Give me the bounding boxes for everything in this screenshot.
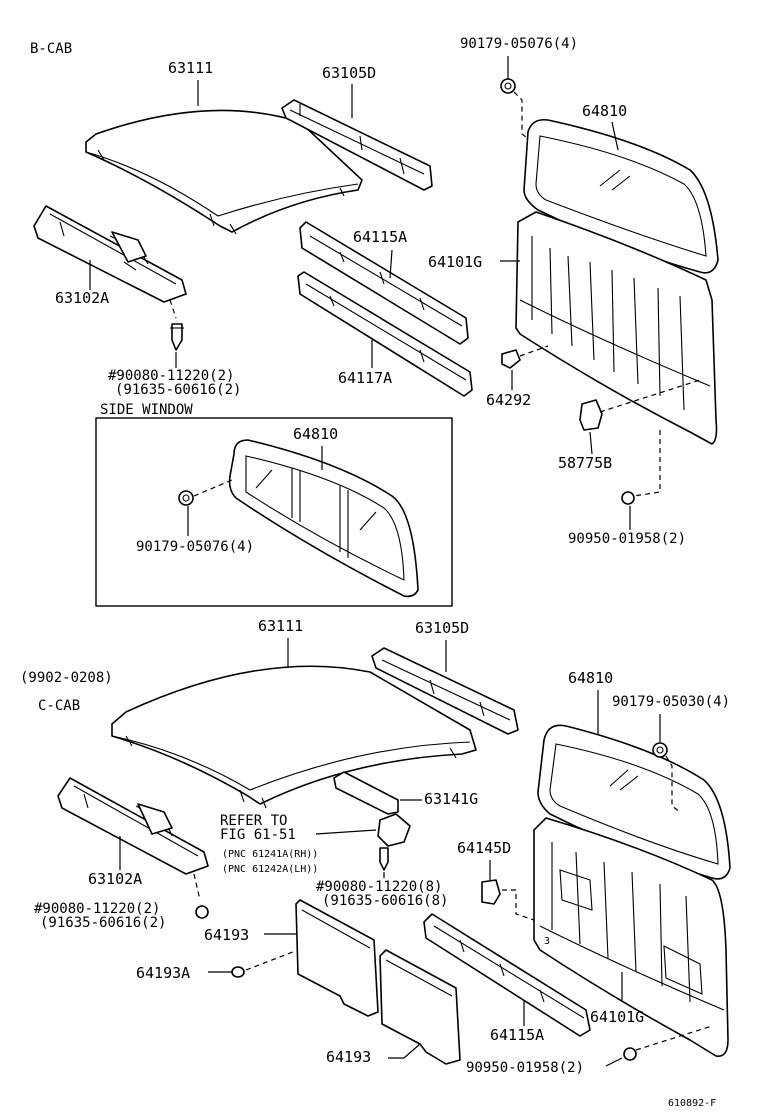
c-back-window bbox=[537, 724, 731, 880]
label-c-64193-b: 64193 bbox=[326, 1048, 371, 1066]
b-front-screw bbox=[170, 323, 184, 351]
c-roof-screw bbox=[379, 847, 389, 871]
b-roof-panel bbox=[85, 109, 363, 235]
section-date-range: (9902-0208) bbox=[20, 670, 113, 686]
label-b-90950-01958: 90950-01958(2) bbox=[568, 531, 686, 547]
side-window-clip bbox=[178, 490, 194, 506]
section-side-window: SIDE WINDOW bbox=[100, 402, 193, 418]
label-b-64292: 64292 bbox=[486, 391, 531, 409]
c-roof-panel bbox=[111, 665, 477, 809]
label-c-64193-a: 64193 bbox=[204, 926, 249, 944]
label-c-pnc-rh: (PNC 61241A(RH)) bbox=[222, 849, 318, 860]
label-b-63105d: 63105D bbox=[322, 64, 376, 82]
label-c-64101g: 64101G bbox=[590, 1008, 644, 1026]
section-b-cab: B-CAB bbox=[30, 41, 72, 57]
b-back-window bbox=[523, 118, 719, 274]
label-b-63102a: 63102A bbox=[55, 289, 109, 307]
c-back-window-clip bbox=[652, 742, 668, 758]
b-back-panel bbox=[515, 211, 718, 445]
b-lower-trim bbox=[297, 271, 473, 397]
b-back-window-clip bbox=[500, 78, 516, 94]
c-64193a-clip bbox=[231, 966, 245, 978]
c-plug bbox=[623, 1047, 637, 1061]
label-c-90080-11220-2: #90080-11220(2) bbox=[34, 901, 160, 917]
figure-id: 610892-F bbox=[668, 1098, 716, 1109]
label-b-90080-11220: #90080-11220(2) bbox=[108, 368, 234, 384]
label-c-fig: FIG 61-51 bbox=[220, 827, 296, 843]
label-c-91635-60616-2: (91635-60616(2) bbox=[40, 915, 166, 931]
label-c-64145d: 64145D bbox=[457, 839, 511, 857]
label-c-64193a: 64193A bbox=[136, 964, 190, 982]
c-sun-visor-bracket bbox=[377, 813, 411, 847]
label-c-90950-01958: 90950-01958(2) bbox=[466, 1060, 584, 1076]
label-b-64115a: 64115A bbox=[353, 228, 407, 246]
label-c-63105d: 63105D bbox=[415, 619, 469, 637]
c-64193-trim-lower bbox=[379, 949, 461, 1065]
c-63141g-bracket bbox=[333, 771, 399, 815]
c-64193-trim-upper bbox=[295, 899, 379, 1017]
section-c-cab: C-CAB bbox=[38, 698, 80, 714]
label-c-pnc-lh: (PNC 61242A(LH)) bbox=[222, 864, 318, 875]
b-header-trim bbox=[299, 221, 469, 345]
label-b-64101g: 64101G bbox=[428, 253, 482, 271]
label-c-90080-11220: #90080-11220(8) bbox=[316, 879, 442, 895]
side-window-box bbox=[95, 417, 453, 607]
label-b-91635-60616: (91635-60616(2) bbox=[115, 382, 241, 398]
b-64292-clip bbox=[501, 349, 521, 369]
label-c-64810: 64810 bbox=[568, 669, 613, 687]
label-b-64117a: 64117A bbox=[338, 369, 392, 387]
label-b-90179-05076: 90179-05076(4) bbox=[460, 36, 578, 52]
c-header-trim bbox=[423, 913, 591, 1037]
b-roof-rail bbox=[281, 99, 433, 191]
label-b-58775b: 58775B bbox=[558, 454, 612, 472]
c-64145d-retainer bbox=[481, 879, 501, 905]
c-roof-rail bbox=[371, 647, 519, 735]
label-c-91635-60616: (91635-60616(8) bbox=[322, 893, 448, 909]
b-plug bbox=[621, 491, 635, 505]
label-sw-64810: 64810 bbox=[293, 425, 338, 443]
b-58775b-bracket bbox=[579, 399, 603, 431]
svg-text:3: 3 bbox=[544, 936, 550, 947]
label-b-64810: 64810 bbox=[582, 102, 627, 120]
label-c-63111: 63111 bbox=[258, 617, 303, 635]
label-c-63141g: 63141G bbox=[424, 790, 478, 808]
c-front-header bbox=[57, 777, 209, 875]
label-c-64115a: 64115A bbox=[490, 1026, 544, 1044]
label-c-63102a: 63102A bbox=[88, 870, 142, 888]
label-c-90179-05030: 90179-05030(4) bbox=[612, 694, 730, 710]
label-b-63111: 63111 bbox=[168, 59, 213, 77]
c-front-screw bbox=[195, 905, 209, 919]
label-c-refer-to: REFER TO bbox=[220, 813, 287, 829]
c-back-panel: 3 bbox=[533, 817, 729, 1057]
label-sw-90179-05076: 90179-05076(4) bbox=[136, 539, 254, 555]
side-window-frame bbox=[228, 439, 419, 598]
b-front-header bbox=[33, 205, 187, 303]
